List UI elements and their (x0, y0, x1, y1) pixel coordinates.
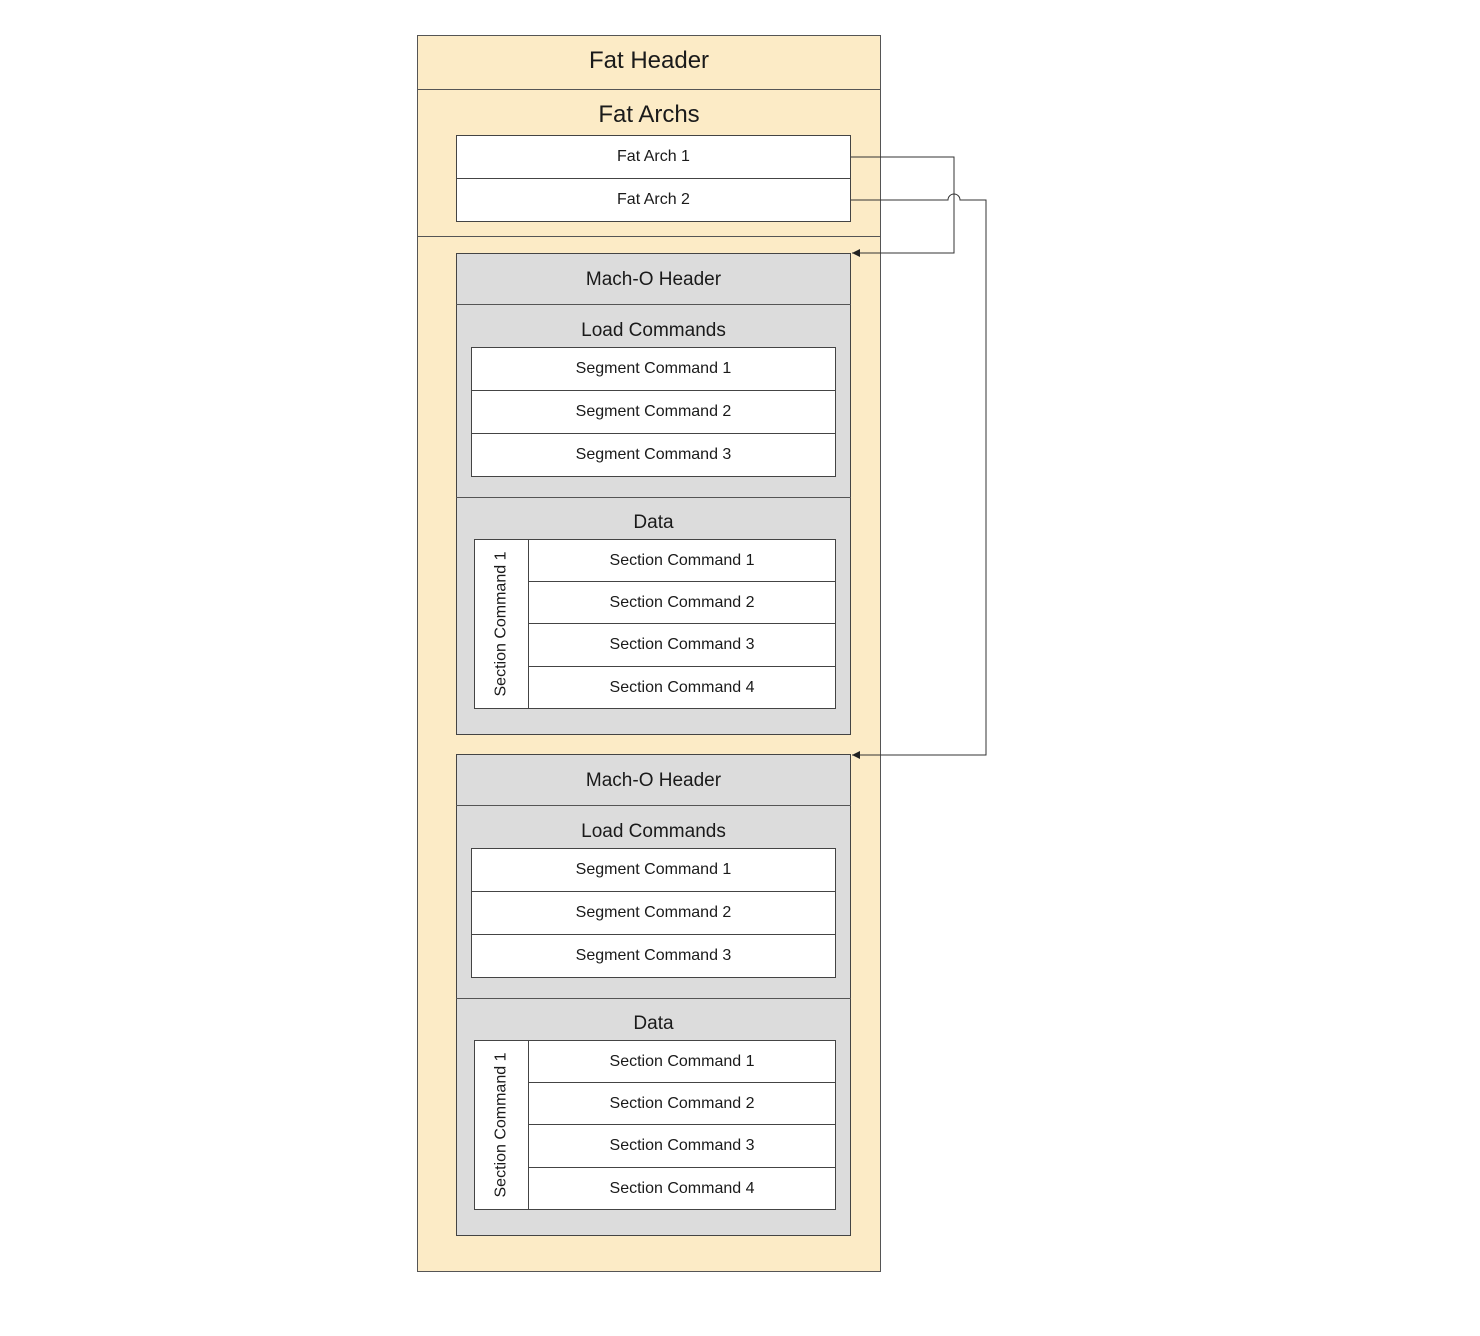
section-command-1-4: Section Command 4 (528, 666, 836, 709)
arch2-to-macho2-arrow (851, 193, 987, 759)
section-command-2-3: Section Command 3 (528, 1124, 836, 1168)
segment-command-1-3: Segment Command 3 (471, 433, 836, 477)
section-group-label-1: Section Command 1 (474, 539, 529, 709)
section-command-2-2: Section Command 2 (528, 1082, 836, 1125)
fat-arch-2: Fat Arch 2 (456, 178, 851, 222)
load-commands-label-2: Load Commands (581, 821, 726, 842)
macho-header-divider-1 (456, 304, 851, 305)
macho-header-divider-2 (456, 805, 851, 806)
arch1-to-macho1-arrow (851, 156, 955, 257)
fat-header-label: Fat Header (588, 47, 710, 74)
load-commands-divider-2 (456, 998, 851, 999)
fat-arch-1: Fat Arch 1 (456, 135, 851, 179)
load-commands-label-1: Load Commands (581, 320, 726, 341)
section-command-1-1: Section Command 1 (528, 539, 836, 582)
load-commands-divider-1 (456, 497, 851, 498)
segment-command-2-1: Segment Command 1 (471, 848, 836, 892)
segment-command-2-2: Segment Command 2 (471, 891, 836, 935)
section-command-1-2: Section Command 2 (528, 581, 836, 624)
segment-command-2-3: Segment Command 3 (471, 934, 836, 978)
fat-header-divider (417, 89, 881, 90)
fat-archs-divider (417, 236, 881, 237)
fat-archs-label: Fat Archs (598, 101, 700, 128)
macho-header-2: Mach-O Header (585, 770, 722, 791)
data-label-1: Data (633, 512, 674, 533)
section-command-2-1: Section Command 1 (528, 1040, 836, 1083)
section-command-2-4: Section Command 4 (528, 1167, 836, 1210)
segment-command-1-1: Segment Command 1 (471, 347, 836, 391)
macho-header-1: Mach-O Header (585, 269, 722, 290)
data-label-2: Data (633, 1013, 674, 1034)
